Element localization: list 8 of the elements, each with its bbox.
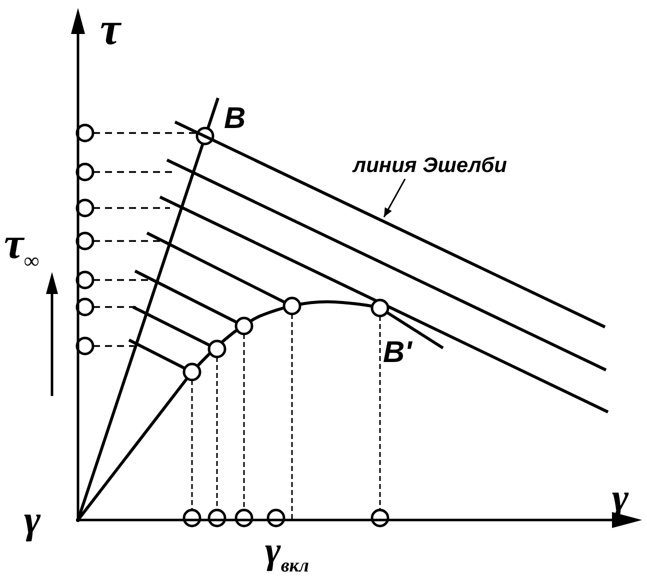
curve-label: линия Эшелби (353, 155, 507, 176)
axis-label: τ (100, 6, 120, 52)
axis-label: γ$_{вкл}$ (265, 532, 310, 576)
point-label: B' (383, 338, 412, 368)
origin-label: γ (24, 500, 41, 540)
axis-label: τ$_{∞}$ (4, 222, 40, 272)
point-label: B (224, 104, 246, 134)
leader-line (383, 178, 406, 218)
